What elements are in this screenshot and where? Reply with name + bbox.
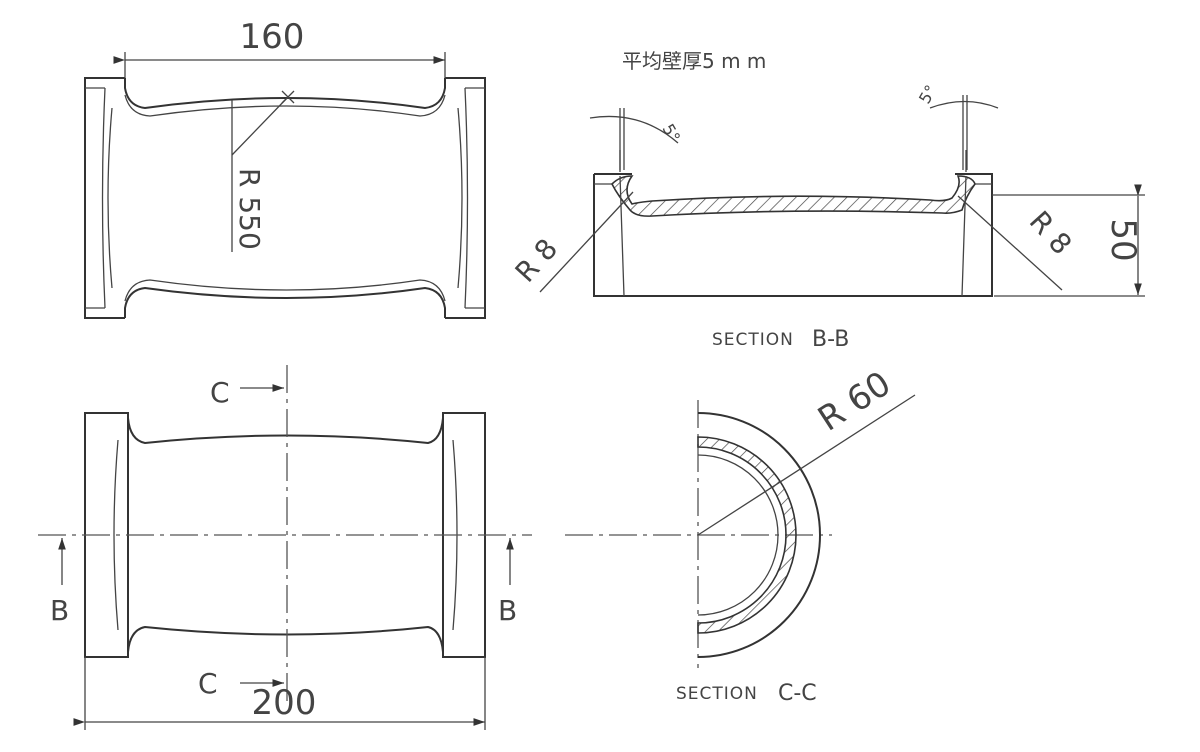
bottom-view: C C B B 200: [38, 365, 532, 730]
dim-50-label: 50: [1103, 218, 1143, 261]
radius-leader: [231, 96, 289, 156]
dim-200-label: 200: [252, 683, 317, 723]
top-view-inner-outline: [124, 94, 446, 302]
cc-hatched-wall: [697, 436, 797, 634]
radius-550-label: R 550: [233, 168, 266, 250]
section-cc: R 60 SECTION C-C: [565, 364, 916, 706]
section-b-right-label: B: [498, 594, 517, 627]
top-view-left-flange: [84, 77, 125, 319]
top-view-left-flange-step: [85, 87, 106, 309]
section-bb: 平均壁厚5 m m 5° 5° R 8 R 8 50 SECTION B-B: [509, 49, 1145, 352]
section-c-bottom-label: C: [198, 667, 218, 700]
angle-arc-left: [589, 115, 679, 144]
height-ext-lines: [992, 194, 1145, 297]
section-b-left-label: B: [50, 594, 69, 627]
radius-left-label: R 8: [509, 232, 564, 288]
top-view-right-flange-step: [464, 87, 485, 309]
top-view: 160 R 550: [84, 17, 486, 319]
radius-leader-right: [957, 195, 1063, 291]
top-view-right-flange: [445, 77, 486, 319]
radius-right-label: R 8: [1023, 205, 1078, 261]
section-bb-title-prefix: SECTION: [712, 330, 794, 350]
section-bb-outline: [593, 173, 993, 297]
angle-ext-lines: [619, 95, 968, 170]
draft-lines: [619, 150, 967, 297]
cc-outer-arc: [697, 412, 821, 658]
top-view-body-outline: [124, 78, 446, 318]
radius-60-label: R 60: [811, 364, 898, 440]
angle-right-label: 5°: [915, 82, 941, 107]
dim-160-label: 160: [240, 17, 305, 57]
cc-inner-arc: [697, 454, 779, 616]
cc-radius-leader: [697, 394, 916, 536]
section-cc-title-prefix: SECTION: [676, 684, 758, 704]
radius-leader-left: [539, 191, 634, 293]
angle-arc-right: [929, 100, 999, 109]
angle-left-label: 5°: [659, 121, 685, 146]
wall-thickness-note: 平均壁厚5 m m: [622, 49, 766, 73]
section-c-top-label: C: [210, 376, 230, 409]
section-cc-title-id: C-C: [778, 681, 817, 706]
section-bb-wall: [611, 175, 976, 217]
section-bb-title-id: B-B: [812, 327, 849, 352]
